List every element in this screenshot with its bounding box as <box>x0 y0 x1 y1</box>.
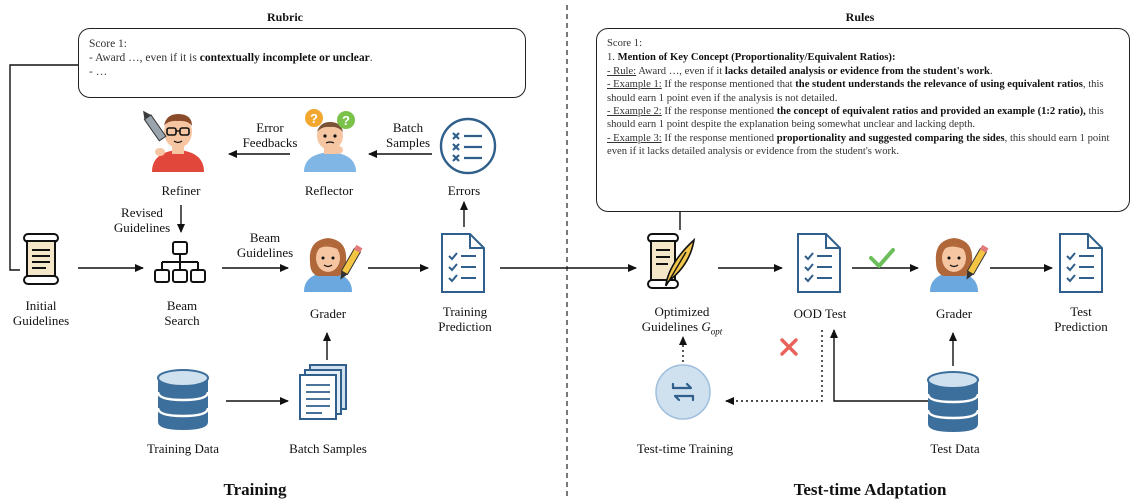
error-list-icon <box>439 117 497 175</box>
rubric-ellipsis-line: - … <box>89 66 108 78</box>
scroll-icon <box>23 233 59 285</box>
batch-samples-label: Batch Samples <box>289 441 367 456</box>
rules-rule-line: - Rule: Award …, even if it lacks detail… <box>607 65 993 77</box>
refiner-avatar-icon <box>143 110 204 172</box>
test-grader-avatar-icon <box>930 238 989 292</box>
svg-text:?: ? <box>310 111 318 126</box>
rules-example-1: - Example 1: If the response mentioned t… <box>607 79 1104 104</box>
refiner-label: Refiner <box>161 183 201 198</box>
rubric-to-guidelines-line <box>9 64 78 271</box>
grader-label: Grader <box>309 306 347 321</box>
adaptation-section-title: Test-time Adaptation <box>793 480 947 499</box>
errors-label: Errors <box>447 183 481 198</box>
hierarchy-icon <box>154 241 206 283</box>
optimized-guidelines-label: Optimized Guidelines Gopt <box>641 304 723 337</box>
reflector-avatar-icon: ? ? <box>304 109 356 172</box>
test-database-icon <box>926 371 980 432</box>
arrow-ood-to-ttt <box>725 330 823 405</box>
ood-document-icon <box>797 233 841 293</box>
rubric-award-line: - Award …, even if it is contextually in… <box>89 52 373 64</box>
ood-test-label: OOD Test <box>793 306 847 321</box>
rules-item-heading: 1. Mention of Key Concept (Proportionali… <box>607 52 896 64</box>
refresh-icon <box>655 364 711 420</box>
rules-title: Rules <box>845 10 875 24</box>
rubric-score-line: Score 1: <box>89 38 128 50</box>
svg-text:?: ? <box>342 113 350 128</box>
test-time-training-label: Test-time Training <box>636 441 734 456</box>
rules-example-3: - Example 3: If the response mentioned p… <box>607 132 1110 158</box>
prediction-document-icon <box>441 233 485 293</box>
test-data-label: Test Data <box>930 441 980 456</box>
training-data-label: Training Data <box>146 441 220 456</box>
batch-documents-icon <box>299 364 347 420</box>
training-section-title: Training <box>223 480 287 499</box>
test-prediction-document-icon <box>1059 233 1103 293</box>
reflector-label: Reflector <box>304 183 354 198</box>
training-database-icon <box>156 369 210 430</box>
quill-scroll-icon <box>647 233 696 289</box>
rubric-box: Score 1: - Award …, even if it is contex… <box>78 28 526 98</box>
test-grader-label: Grader <box>935 306 973 321</box>
cross-icon <box>780 338 798 356</box>
rules-score-line: Score 1: <box>607 38 643 49</box>
rules-example-2: - Example 2: If the response mentioned t… <box>607 106 1104 131</box>
grader-avatar-icon <box>304 238 363 292</box>
rules-box: Score 1: 1. Mention of Key Concept (Prop… <box>596 28 1130 212</box>
arrow-testdata-to-ood <box>830 329 928 402</box>
check-icon <box>869 248 895 268</box>
rubric-title: Rubric <box>267 10 303 24</box>
